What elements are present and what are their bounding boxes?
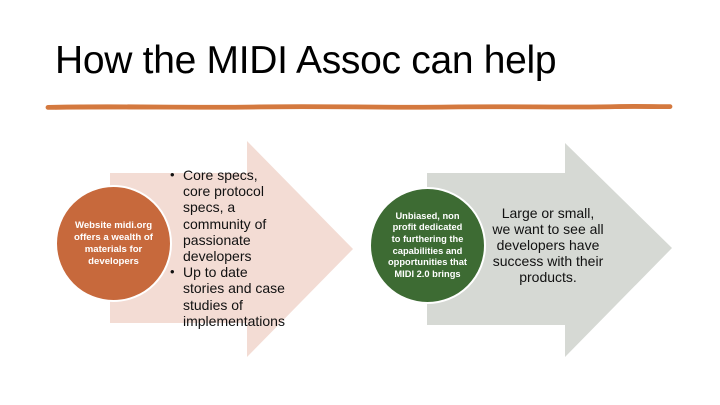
right-arrow-polygon [427,143,672,357]
bullet-item: • Up to date stories and case studies of… [170,264,302,329]
success-statement-text: Large or small, we want to see all devel… [492,205,604,285]
left-arrow-polygon [110,141,353,357]
bullet-item-text: Core specs, core protocol specs, a commu… [183,167,267,265]
title-underline [45,104,673,110]
left-process-arrow-shape [110,141,353,357]
right-process-arrow-shape [427,143,672,357]
website-circle-text: Website midi.org offers a wealth of mate… [74,219,153,267]
bullet-item-text: Up to date stories and case studies of i… [183,264,285,329]
developer-resources-bullet-list: • Core specs, core protocol specs, a com… [170,167,302,329]
title-underline-texture [54,106,666,110]
bullet-item: • Core specs, core protocol specs, a com… [170,167,302,264]
bullet-marker-icon: • [170,167,175,182]
bullet-marker-icon: • [170,264,175,280]
website-circle-badge: Website midi.org offers a wealth of mate… [55,185,172,302]
nonprofit-circle-badge: Unbiased, non profit dedicated to furthe… [369,187,486,304]
slide-title: How the MIDI Assoc can help [55,39,557,82]
nonprofit-circle-text: Unbiased, non profit dedicated to furthe… [387,210,467,279]
